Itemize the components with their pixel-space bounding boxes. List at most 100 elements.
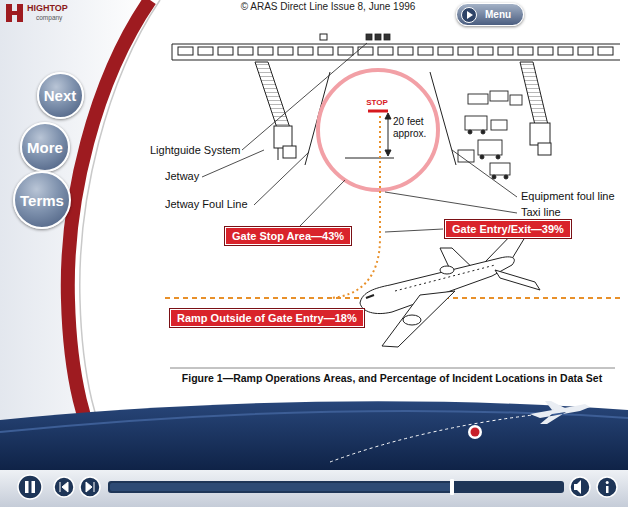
part-label: Equipment foul line (521, 190, 615, 203)
terminal-window (398, 47, 413, 55)
control-bar (108, 481, 564, 493)
left-panel (0, 0, 160, 470)
logo-icon (6, 4, 12, 22)
logo-icon (12, 11, 17, 15)
control-bar (0, 470, 628, 507)
part-label: Jetway (165, 170, 199, 183)
jetway (530, 123, 550, 145)
part-label: Taxi line (521, 206, 561, 219)
terminal-window (598, 47, 613, 55)
leader-line (452, 150, 517, 197)
terminal-window (318, 47, 333, 55)
terminal-windows (178, 47, 613, 55)
terminal-window (198, 47, 213, 55)
footer-wave (471, 428, 480, 437)
control-bar (606, 486, 609, 493)
stop-bar-dimension (345, 158, 394, 159)
terminal-building (320, 34, 327, 40)
terminal-window (458, 47, 473, 55)
jetway (274, 126, 292, 148)
terminal-window (578, 47, 593, 55)
lightguide-system (366, 34, 372, 40)
ground-equipment (496, 155, 500, 159)
terminal-window (478, 47, 493, 55)
jetway (255, 62, 290, 128)
ground-equipment (468, 130, 472, 134)
incident-tag: Ramp Outside of Gate Entry—18% (170, 309, 364, 327)
terminal-window (378, 47, 393, 55)
ground-equipment (490, 91, 508, 101)
terminal-window (358, 47, 373, 55)
ground-equipment (480, 155, 484, 159)
footer-wave (330, 412, 560, 462)
terminal-window (238, 47, 253, 55)
airplane (495, 270, 540, 290)
stop-bar-dimension (385, 150, 391, 156)
part-label: Jetway Foul Line (165, 198, 248, 211)
jetway (278, 148, 279, 160)
nav-button: Terms (13, 171, 71, 229)
ground-equipment (465, 116, 487, 130)
ground-equipment (458, 91, 522, 179)
terminal-window (278, 47, 293, 55)
control-bar (0, 470, 628, 507)
leader-line (254, 152, 309, 205)
control-bar (450, 479, 454, 495)
control-bar (606, 481, 609, 484)
control-bar (574, 480, 581, 494)
airplane (403, 315, 421, 325)
control-bar (32, 481, 36, 493)
control-bar (86, 482, 94, 492)
leader-line (385, 192, 517, 213)
incident-tag: Gate Stop Area—43% (225, 227, 351, 245)
part-label: Lightguide System (150, 144, 241, 157)
control-bar (80, 477, 100, 497)
stop-bar-dimension (368, 110, 388, 113)
terminal-window (498, 47, 513, 55)
left-panel (68, 0, 150, 470)
terminal-building (172, 44, 620, 60)
logo-text: HIGHTOP (27, 3, 68, 13)
ground-equipment (468, 94, 488, 104)
caption-rule (170, 368, 615, 369)
airplane (366, 295, 374, 298)
play-icon (467, 11, 473, 19)
button-label: Terms (20, 192, 64, 209)
terminal-window (438, 47, 453, 55)
left-panel (0, 0, 150, 470)
control-bar (18, 475, 42, 499)
footer-wave (468, 425, 482, 439)
terminal-window (218, 47, 233, 55)
control-bar (110, 483, 452, 491)
button-label: More (27, 139, 63, 156)
dimension: 20 feet approx. (393, 116, 437, 139)
lightguide-system (366, 34, 390, 40)
control-bar (597, 477, 617, 497)
ground-equipment (491, 120, 507, 130)
gate-stop-circle (318, 70, 438, 190)
logo-icon (6, 4, 23, 22)
terminal-building (172, 34, 620, 60)
ground-equipment (490, 163, 510, 175)
ground-equipment (478, 140, 502, 155)
control-bar (570, 477, 590, 497)
button-label: Ramp Outside of Gate Entry—18% (177, 312, 357, 324)
footer-wave (530, 401, 590, 424)
footer-wave (0, 401, 628, 470)
ground-equipment (492, 175, 496, 179)
button-label: Gate Stop Area—43% (232, 230, 344, 242)
button-label: Next (44, 87, 77, 104)
ground-equipment (481, 130, 485, 134)
airplane (395, 265, 495, 291)
leader-line (242, 43, 367, 150)
lightguide-system (384, 34, 390, 40)
left-panel (80, 0, 160, 470)
leader-line (385, 229, 443, 232)
footer-wave (0, 401, 628, 470)
button-label: Menu (485, 9, 511, 20)
stop-mark: STOP (366, 98, 388, 107)
logo-text: company (36, 14, 62, 21)
